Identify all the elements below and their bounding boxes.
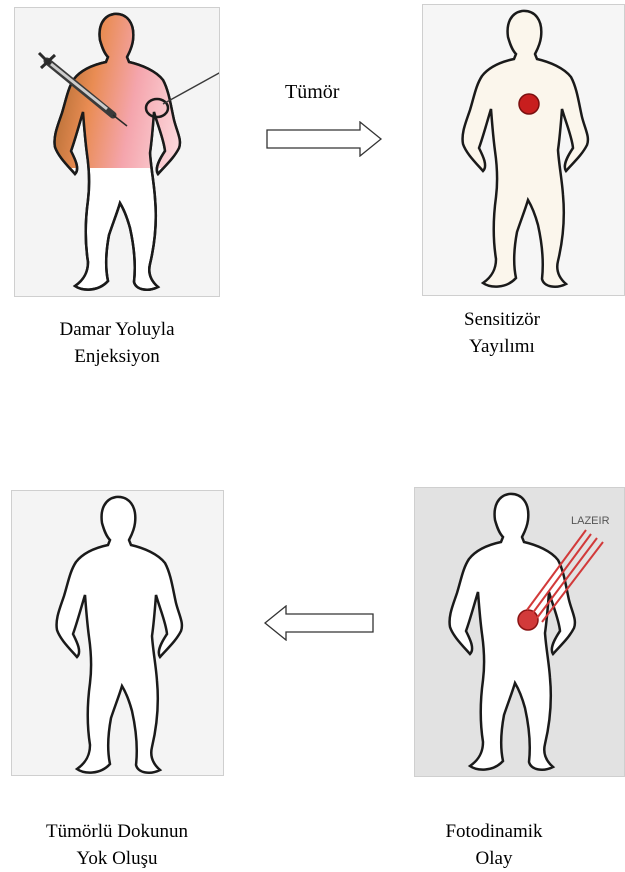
caption-destruction-line2: Yok Oluşu <box>17 845 217 872</box>
panel-sensitizer <box>422 4 625 296</box>
caption-photodynamic-line1: Fotodinamik <box>419 818 569 845</box>
arrow-right-icon <box>265 121 385 157</box>
catheter-line-icon <box>163 62 220 104</box>
injection-illustration <box>15 8 220 297</box>
caption-injection-line1: Damar Yoluyla <box>22 316 212 343</box>
sensitizer-illustration <box>423 5 625 296</box>
tumor-icon <box>518 610 538 630</box>
human-figure-icon <box>57 497 182 773</box>
panel-photodynamic: LAZEIR <box>414 487 625 777</box>
caption-sensitizer-line1: Sensitizör <box>422 306 582 333</box>
tumor-icon <box>519 94 539 114</box>
human-figure-icon <box>463 11 588 287</box>
human-figure-icon <box>450 494 575 770</box>
caption-photodynamic: Fotodinamik Olay <box>419 818 569 872</box>
caption-destruction: Tümörlü Dokunun Yok Oluşu <box>17 818 217 872</box>
caption-photodynamic-line2: Olay <box>419 845 569 872</box>
arrow-left-icon <box>263 605 375 641</box>
photodynamic-illustration: LAZEIR <box>415 488 625 777</box>
destruction-illustration <box>12 491 224 776</box>
arrow-label-tumor: Tümör <box>285 80 339 104</box>
caption-sensitizer: Sensitizör Yayılımı <box>422 306 582 360</box>
caption-destruction-line1: Tümörlü Dokunun <box>17 818 217 845</box>
caption-injection: Damar Yoluyla Enjeksiyon <box>22 316 212 370</box>
panel-tumor-destruction <box>11 490 224 776</box>
laser-label: LAZEIR <box>571 515 610 527</box>
caption-sensitizer-line2: Yayılımı <box>422 333 582 360</box>
panel-injection <box>14 7 220 297</box>
caption-injection-line2: Enjeksiyon <box>22 343 212 370</box>
